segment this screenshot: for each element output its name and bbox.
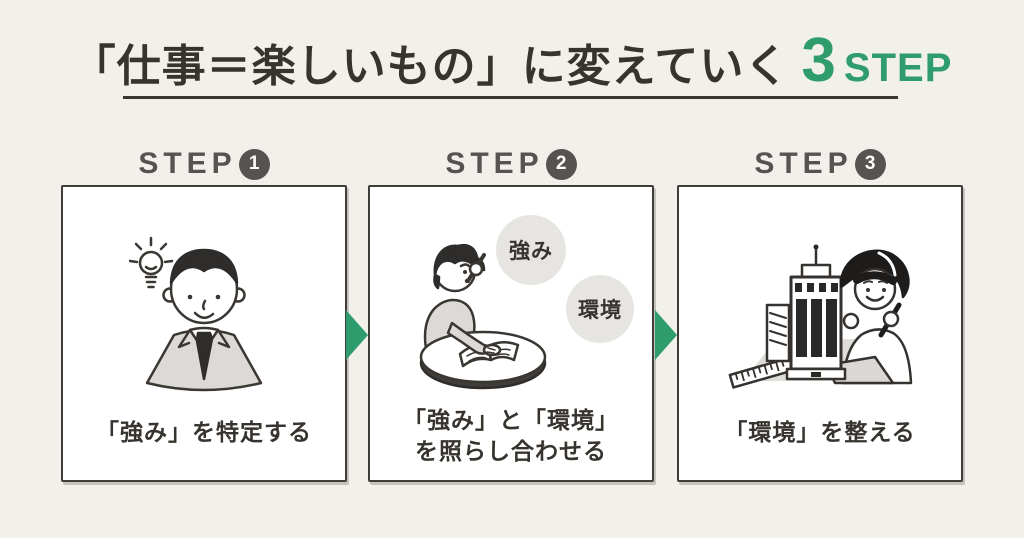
step-3-heading: STEP 3: [677, 143, 963, 185]
businessman-figure: [145, 248, 263, 392]
businessman-with-lightbulb-illustration: [129, 236, 263, 392]
step-1-number-badge: 1: [238, 148, 270, 180]
step-2-card: 強み 環境: [368, 185, 654, 482]
lightbulb-icon: [129, 236, 174, 289]
step-1-label: STEP: [138, 147, 237, 180]
step-1-card: 「強み」を特定する: [61, 185, 347, 482]
small-building: [765, 303, 791, 363]
step-2-heading: STEP 2: [368, 143, 654, 185]
hair: [169, 248, 239, 285]
arrow-right-icon: [655, 310, 677, 360]
environment-bubble: 環境: [566, 275, 634, 343]
page-title-count: 3: [801, 26, 836, 95]
step-3-number-badge: 3: [854, 148, 886, 180]
step-2-number-badge: 2: [545, 148, 577, 180]
person-body: [825, 328, 913, 385]
necktie: [195, 331, 214, 381]
step-2-caption: 「強み」と「環境」 を照らし合わせる: [403, 407, 619, 465]
arrow-right-icon: [346, 310, 368, 360]
step-3-column: STEP 3: [677, 143, 963, 482]
step-2-label: STEP: [445, 147, 544, 180]
woman-thinking-at-table-illustration: [419, 243, 547, 390]
building-icon: [785, 244, 847, 381]
step-1-heading: STEP 1: [61, 143, 347, 185]
arm-on-table: [446, 321, 502, 357]
step-2-column: STEP 2 強み 環境: [368, 143, 654, 482]
step-3-caption: 「環境」を整える: [724, 419, 916, 446]
page-title-text: 「仕事＝楽しいもの」に変えていく: [71, 42, 790, 91]
step-3-card: 「環境」を整える: [677, 185, 963, 482]
strength-bubble: 強み: [496, 215, 566, 285]
page-title-step-word: STEP: [843, 46, 953, 90]
person-arranging-building-illustration: [728, 244, 913, 389]
person-head: [839, 249, 910, 311]
step-3-label: STEP: [754, 147, 853, 180]
pen-icon: [842, 302, 902, 338]
title-underline: [123, 96, 898, 99]
pen-icon: [466, 253, 486, 283]
step-1-caption: 「強み」を特定する: [96, 419, 312, 446]
step-1-column: STEP 1: [61, 143, 347, 482]
